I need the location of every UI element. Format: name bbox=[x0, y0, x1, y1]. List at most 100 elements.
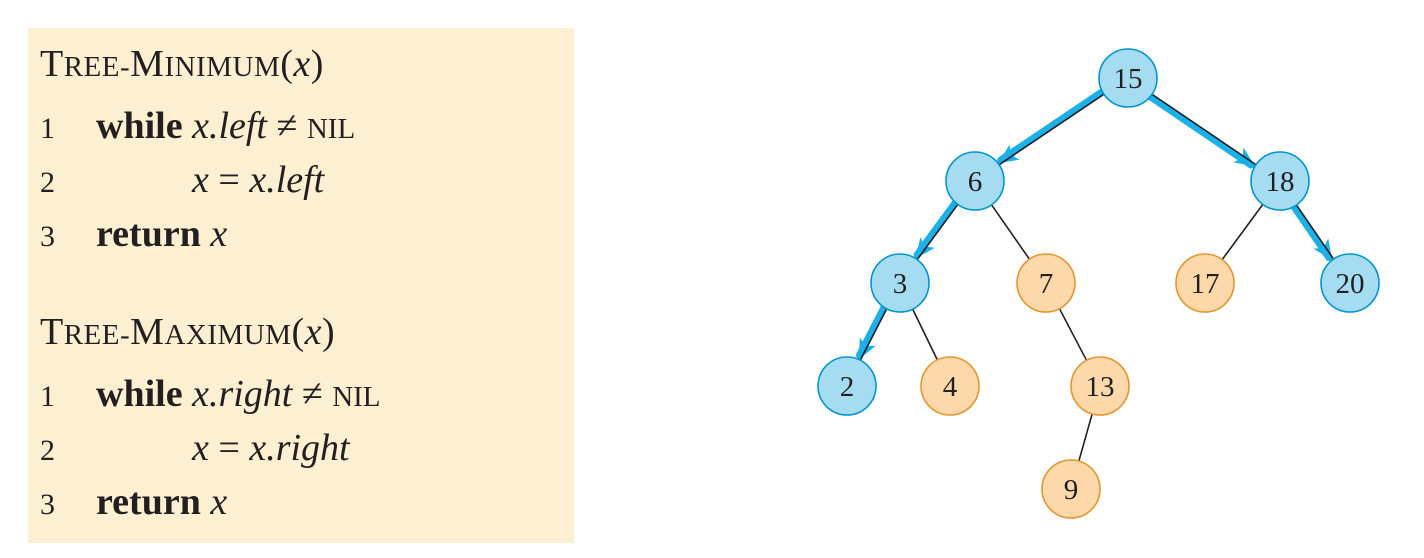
tree-edge bbox=[998, 93, 1105, 166]
search-path-edge bbox=[913, 199, 959, 261]
node-circle bbox=[920, 356, 980, 416]
title-letter: M bbox=[130, 311, 165, 353]
tree-node-17: 17 bbox=[1175, 253, 1235, 313]
keyword: while bbox=[96, 373, 183, 415]
tree-node-2: 2 bbox=[817, 356, 877, 416]
binary-search-tree: 15 6 18 3 7 17 20 2 4 13 9 bbox=[817, 48, 1380, 519]
title-letter: M bbox=[130, 43, 165, 85]
title-letter: T bbox=[40, 311, 64, 353]
node-label: 9 bbox=[1064, 474, 1079, 506]
keyword: return bbox=[96, 481, 201, 523]
title-letter: T bbox=[40, 43, 64, 85]
node-label: 13 bbox=[1086, 371, 1115, 403]
tree-node-13: 13 bbox=[1070, 356, 1130, 416]
node-circle bbox=[1016, 253, 1076, 313]
node-label: 2 bbox=[840, 371, 855, 403]
tree-node-9: 9 bbox=[1041, 459, 1101, 519]
search-path-edge bbox=[997, 88, 1106, 166]
variable: x bbox=[192, 427, 209, 469]
line-number: 3 bbox=[40, 220, 55, 253]
variable: x bbox=[249, 427, 267, 469]
line-number: 3 bbox=[40, 488, 55, 521]
title-paren: ( bbox=[291, 311, 305, 353]
tree-node-20: 20 bbox=[1320, 253, 1380, 313]
node-label: 3 bbox=[893, 268, 908, 300]
search-path-edge bbox=[1290, 203, 1335, 261]
title-smallcaps: REE- bbox=[63, 51, 131, 83]
line-number: 2 bbox=[40, 166, 55, 199]
variable: x bbox=[192, 373, 209, 415]
title-smallcaps: REE- bbox=[63, 319, 131, 351]
search-path-edge bbox=[855, 303, 888, 361]
tree-edge bbox=[990, 204, 1031, 260]
node-circle bbox=[1041, 459, 1101, 519]
field: .left bbox=[208, 105, 267, 147]
node-circle bbox=[1070, 356, 1130, 416]
title-smallcaps: INIMUM bbox=[164, 51, 281, 83]
title-paren: ) bbox=[310, 43, 324, 85]
node-circle bbox=[1320, 253, 1380, 313]
tree-edge bbox=[911, 308, 939, 361]
tree-edge bbox=[1151, 93, 1257, 166]
variable: x bbox=[210, 213, 228, 255]
node-circle bbox=[945, 151, 1005, 211]
tree-node-18: 18 bbox=[1250, 151, 1310, 211]
node-label: 15 bbox=[1114, 63, 1143, 95]
tree-edge bbox=[916, 203, 959, 261]
keyword: while bbox=[96, 105, 183, 147]
tree-maximum-title: TREE-MAXIMUM(x) bbox=[40, 310, 335, 354]
node-label: 17 bbox=[1191, 268, 1220, 300]
node-label: 4 bbox=[943, 371, 958, 403]
node-label: 7 bbox=[1039, 268, 1054, 300]
code-line: 1 while x.left ≠ NIL bbox=[40, 104, 355, 148]
operator: ≠ bbox=[266, 105, 307, 147]
title-smallcaps: AXIMUM bbox=[164, 319, 292, 351]
node-circle bbox=[1175, 253, 1235, 313]
tree-edge bbox=[1078, 413, 1093, 462]
title-paren: ) bbox=[322, 311, 336, 353]
tree-node-4: 4 bbox=[920, 356, 980, 416]
field: .right bbox=[266, 427, 350, 469]
node-circle bbox=[817, 356, 877, 416]
nil-constant: NIL bbox=[306, 113, 356, 145]
line-number: 1 bbox=[40, 380, 55, 413]
node-circle bbox=[870, 253, 930, 313]
code-line: 3 return x bbox=[40, 480, 227, 524]
variable: x bbox=[249, 159, 267, 201]
nil-constant: NIL bbox=[332, 381, 381, 413]
search-path-arrow bbox=[997, 88, 1106, 164]
tree-edge bbox=[859, 308, 888, 361]
code-line: 3 return x bbox=[40, 212, 227, 256]
tree-node-6: 6 bbox=[945, 151, 1005, 211]
tree-minimum-title: TREE-MINIMUM(x) bbox=[40, 42, 324, 86]
operator: = bbox=[208, 427, 250, 469]
operator: ≠ bbox=[292, 373, 333, 415]
node-circle bbox=[1250, 151, 1310, 211]
line-number: 1 bbox=[40, 112, 55, 145]
node-circle bbox=[1098, 48, 1158, 108]
variable: x bbox=[210, 481, 228, 523]
variable: x bbox=[192, 105, 209, 147]
tree-node-3: 3 bbox=[870, 253, 930, 313]
node-label: 6 bbox=[968, 166, 983, 198]
node-label: 18 bbox=[1266, 166, 1295, 198]
search-path-arrow bbox=[1146, 93, 1255, 169]
tree-edge bbox=[1221, 203, 1264, 261]
keyword: return bbox=[96, 213, 201, 255]
arrowhead bbox=[1313, 238, 1333, 261]
tree-node-15: 15 bbox=[1098, 48, 1158, 108]
arrowhead bbox=[998, 144, 1020, 164]
node-label: 20 bbox=[1336, 268, 1365, 300]
operator: = bbox=[208, 159, 250, 201]
title-arg: x bbox=[304, 311, 323, 353]
tree-node-7: 7 bbox=[1016, 253, 1076, 313]
title-paren: ( bbox=[280, 43, 294, 85]
line-number: 2 bbox=[40, 434, 55, 467]
title-arg: x bbox=[293, 43, 311, 85]
tree-edge bbox=[1295, 204, 1335, 260]
search-path-edge bbox=[1146, 93, 1257, 169]
field: .left bbox=[266, 159, 325, 201]
